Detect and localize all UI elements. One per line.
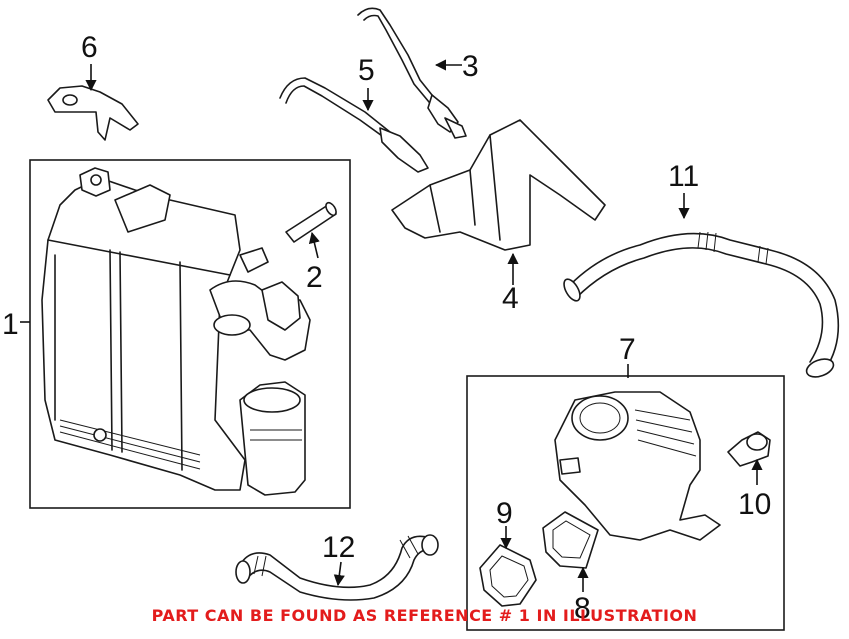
callout-9: 9 xyxy=(496,497,513,530)
part-7-valve-unit xyxy=(554,391,721,541)
callout-12: 12 xyxy=(322,531,355,564)
callout-11: 11 xyxy=(668,160,699,193)
callout-6: 6 xyxy=(81,31,98,64)
part-11-hose xyxy=(563,231,840,378)
callout-8: 8 xyxy=(574,592,591,625)
callout-3: 3 xyxy=(462,50,479,83)
callout-4: 4 xyxy=(502,282,519,315)
callout-10: 10 xyxy=(738,488,771,521)
part-8-gasket xyxy=(542,511,599,569)
part-1-charcoal-canister xyxy=(41,167,311,496)
group-box-part-1 xyxy=(29,159,351,509)
part-5-oxygen-sensor xyxy=(279,77,429,173)
callout-2: 2 xyxy=(306,261,323,294)
part-10-fitting xyxy=(727,431,771,467)
group-box-part-7 xyxy=(466,375,785,631)
callout-7: 7 xyxy=(619,333,636,366)
part-12-hose xyxy=(235,534,439,601)
part-6-bracket xyxy=(47,85,139,141)
part-4-heat-shield xyxy=(391,119,606,251)
part-2-sleeve xyxy=(285,201,337,243)
part-9-gasket xyxy=(479,544,537,607)
part-3-oxygen-sensor xyxy=(357,7,467,139)
callout-5: 5 xyxy=(358,54,375,87)
callout-1: 1 xyxy=(2,308,19,341)
footer-note: PART CAN BE FOUND AS REFERENCE # 1 IN IL… xyxy=(151,606,698,625)
